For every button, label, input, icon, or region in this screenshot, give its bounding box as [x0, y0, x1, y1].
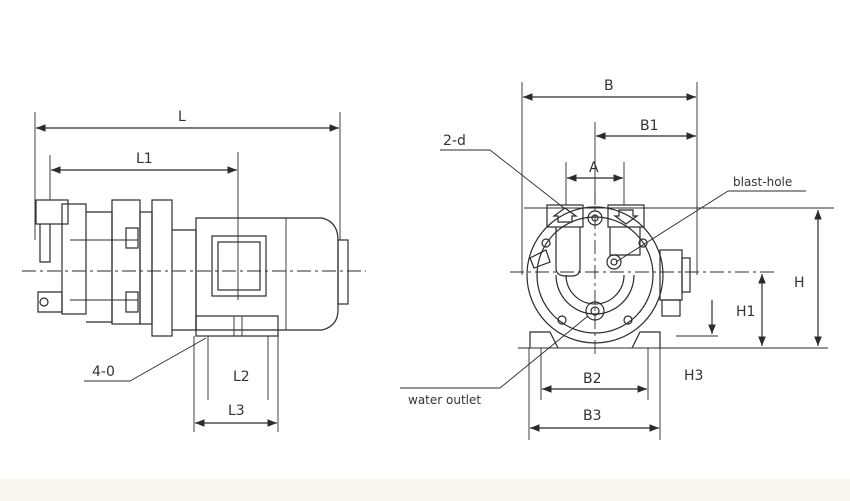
flange [151, 199, 173, 337]
front-view: B B1 A 2-d [400, 78, 834, 440]
label-water-outlet: water outlet [408, 393, 481, 407]
inlet-port [546, 204, 584, 228]
label-L2: L2 [233, 369, 250, 385]
motor-feet [195, 315, 279, 337]
water-outlet-callout: water outlet [400, 315, 589, 407]
label-B: B [604, 78, 614, 94]
label-ports: 2-d [443, 133, 466, 149]
arrow-down-icon [613, 209, 639, 225]
blast-hole-callout: blast-hole [615, 175, 806, 263]
label-L: L [178, 109, 186, 125]
label-A: A [589, 160, 599, 176]
feet-callout: 4-0 [84, 337, 207, 382]
outlet-port [607, 204, 645, 228]
label-H3: H3 [684, 368, 703, 384]
side-view: L L1 [22, 109, 366, 432]
base-feet [518, 331, 828, 349]
dimension-H: H [794, 210, 822, 346]
dimension-B2: B2 [540, 348, 649, 400]
dimension-H1: H1 [736, 274, 766, 346]
label-B2: B2 [583, 371, 602, 387]
label-H: H [794, 275, 805, 291]
dimension-L3: L3 [193, 336, 279, 432]
dimension-L2: L2 [207, 336, 269, 400]
label-B3: B3 [583, 408, 602, 424]
dimension-H3: H3 [676, 300, 718, 384]
ports-callout: 2-d [440, 133, 565, 209]
dimension-B1: B1 [594, 118, 696, 205]
label-blast-hole: blast-hole [733, 175, 792, 189]
dimension-A: A [565, 160, 625, 205]
bottom-strip [0, 479, 850, 501]
label-L1: L1 [136, 151, 153, 167]
dimension-L1: L1 [49, 151, 239, 300]
blast-hole [606, 254, 622, 270]
inlet-outlet-ports [546, 204, 645, 321]
pump-head [35, 199, 153, 325]
dimension-L: L [34, 109, 341, 240]
label-H1: H1 [736, 304, 755, 320]
terminal-box [211, 235, 267, 297]
motor-body [172, 217, 349, 331]
dimension-B: B [521, 78, 698, 275]
label-L3: L3 [228, 403, 245, 419]
label-feet: 4-0 [92, 364, 115, 380]
dimension-B3: B3 [528, 348, 661, 440]
label-B1: B1 [640, 118, 659, 134]
arrow-up-icon [552, 207, 578, 223]
